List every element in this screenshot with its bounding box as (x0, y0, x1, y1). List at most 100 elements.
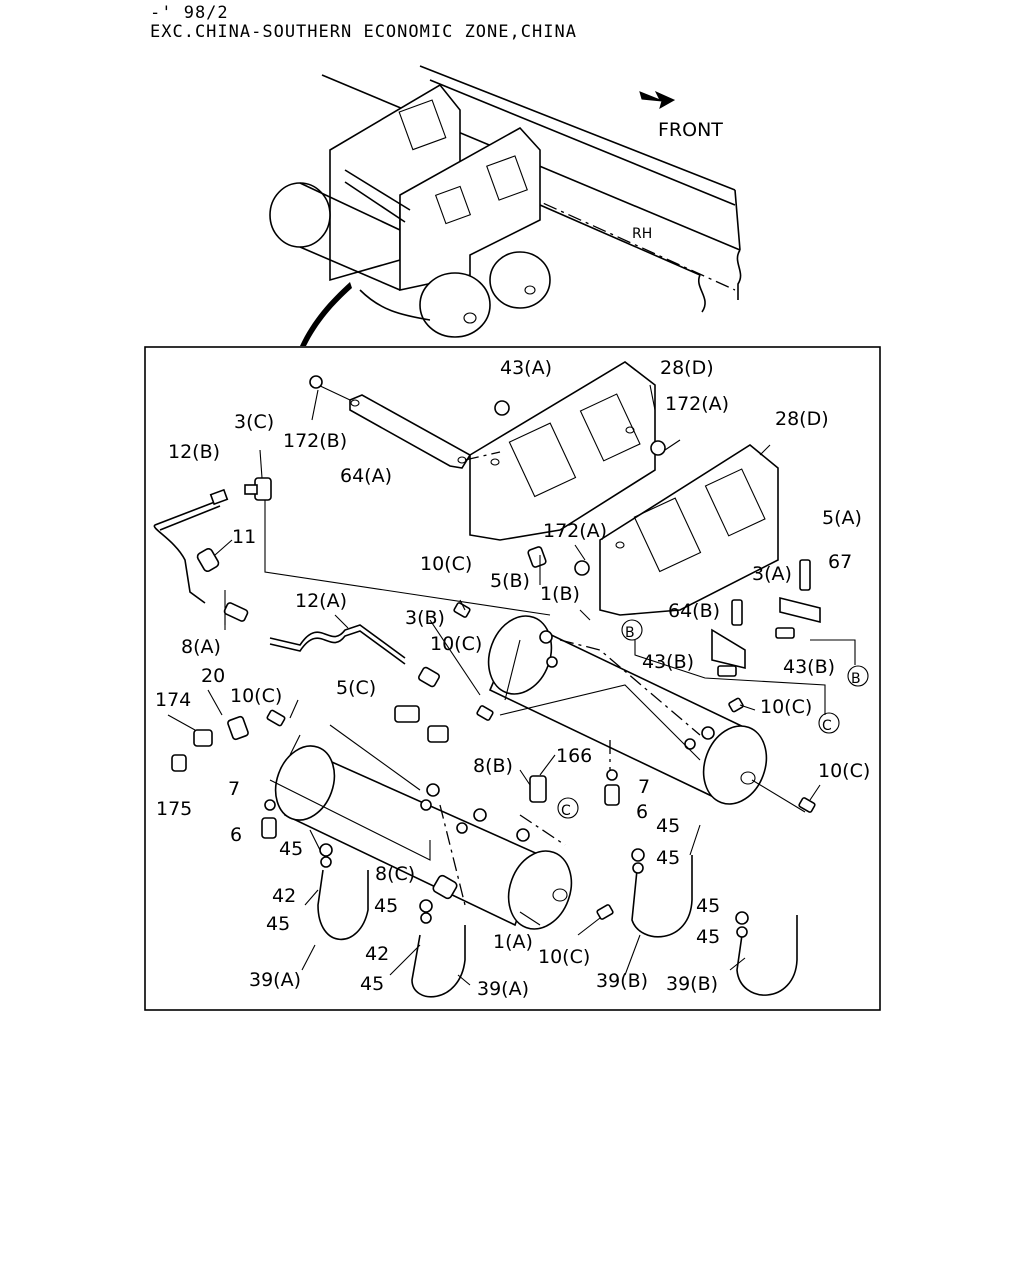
nut-172a-upper (650, 440, 666, 456)
callout-43b-left: 43(B) (642, 651, 694, 673)
callout-175: 175 (156, 798, 192, 820)
callout-166: 166 (556, 745, 592, 767)
callout-10c-4: 10(C) (760, 696, 812, 718)
callout-5c: 5(C) (336, 677, 376, 699)
callout-45-2: 45 (656, 815, 680, 837)
callout-172a-lower: 172(A) (543, 520, 607, 542)
washer-7-right (606, 769, 618, 781)
pipe-12b (153, 488, 229, 604)
drain-cock-6-right (604, 784, 620, 806)
washer-42-a (320, 856, 332, 868)
bolt-5a (799, 559, 811, 591)
pipe-12a (269, 624, 406, 665)
detail-pointer (300, 282, 352, 346)
bolt-43b-right (775, 627, 795, 639)
callout-12a: 12(A) (295, 590, 347, 612)
callout-7-left: 7 (228, 778, 240, 800)
callout-5b: 5(B) (490, 570, 530, 592)
callout-1a: 1(A) (493, 931, 533, 953)
plug-10c-a (453, 602, 471, 618)
svg-text:C: C (822, 718, 832, 734)
callout-39a-right: 39(A) (477, 978, 529, 1000)
bracket-28d-lower (599, 444, 779, 616)
callout-5a: 5(A) (822, 507, 862, 529)
svg-text:B: B (625, 625, 635, 641)
callout-6-left: 6 (230, 824, 242, 846)
fitting-20 (227, 715, 249, 741)
callout-172a-upper: 172(A) (665, 393, 729, 415)
bracket-67 (779, 596, 821, 624)
callout-10c-3: 10(C) (230, 685, 282, 707)
callout-20: 20 (201, 665, 225, 687)
callout-45-3: 45 (656, 847, 680, 869)
callout-28d-lower: 28(D) (775, 408, 829, 430)
marker-b-right: B (847, 665, 869, 687)
connector-8c (432, 874, 458, 900)
callout-42-right: 42 (365, 943, 389, 965)
front-arrow-icon (639, 90, 676, 110)
overview-illustration: FRONT RH (269, 65, 742, 346)
nut-45-e (735, 911, 749, 925)
nut-45-b (419, 899, 433, 913)
elbow-5b (527, 546, 547, 568)
connector-8b (427, 725, 449, 743)
strap-64a (309, 375, 501, 469)
callout-6-right: 6 (636, 801, 648, 823)
washer-7-left (264, 799, 276, 811)
detail-illustration (153, 361, 856, 998)
u-bolt-39a-left (317, 869, 369, 941)
nut-45-d (632, 862, 644, 874)
connector-8a (223, 602, 249, 622)
overview-tank-assembly (269, 83, 551, 338)
svg-text:C: C (561, 803, 571, 819)
callout-39b-left: 39(B) (596, 970, 648, 992)
callout-7-right: 7 (638, 776, 650, 798)
nut-45-c (631, 848, 645, 862)
valve-166 (529, 775, 547, 803)
front-label: FRONT (658, 119, 723, 141)
nut-43a (494, 400, 510, 416)
marker-b-left: B (621, 619, 643, 641)
callout-43a: 43(A) (500, 357, 552, 379)
callout-10c-2: 10(C) (430, 633, 482, 655)
callout-3c: 3(C) (234, 411, 274, 433)
bracket-28d-upper (469, 361, 656, 541)
detail-frame (144, 346, 881, 1011)
rh-label: RH (632, 226, 652, 242)
callout-10c-6: 10(C) (538, 946, 590, 968)
drain-cock-6-left (261, 817, 277, 839)
plug-10c-f (798, 797, 816, 813)
svg-text:B: B (851, 671, 861, 687)
plug-10c-d (596, 904, 614, 920)
washer-42-b (420, 912, 432, 924)
callout-labels: 43(A) 28(D) 3(C) 172(B) 172(A) 28(D) 12(… (155, 357, 870, 1000)
air-tank-1a (274, 745, 573, 930)
air-tank-1b (487, 615, 806, 813)
callout-67: 67 (828, 551, 852, 573)
bracket-64b (711, 628, 746, 670)
callout-28d-upper: 28(D) (660, 357, 714, 379)
u-bolt-39b-right (736, 915, 798, 996)
callout-45-1: 45 (279, 838, 303, 860)
callout-8c: 8(C) (375, 863, 415, 885)
callout-45-5: 45 (374, 895, 398, 917)
callout-45-6: 45 (696, 895, 720, 917)
plug-10c-c (266, 709, 286, 727)
callout-3b: 3(B) (405, 607, 445, 629)
marker-c-right: C (818, 712, 840, 734)
callout-11: 11 (232, 526, 256, 548)
callout-10c-5: 10(C) (818, 760, 870, 782)
nut-172a-lower (574, 560, 590, 576)
bolt-3a (731, 599, 743, 626)
plug-10c-e (728, 697, 744, 713)
plug-10c-b (476, 705, 494, 721)
nut-45-f (736, 926, 748, 938)
valve-11 (196, 548, 220, 572)
fitting-3b (418, 666, 440, 688)
callout-39a-left: 39(A) (249, 969, 301, 991)
u-bolt-39b-left (631, 855, 693, 938)
callout-64b: 64(B) (668, 600, 720, 622)
callout-45-7: 45 (696, 926, 720, 948)
u-bolt-39a-right (411, 925, 466, 998)
